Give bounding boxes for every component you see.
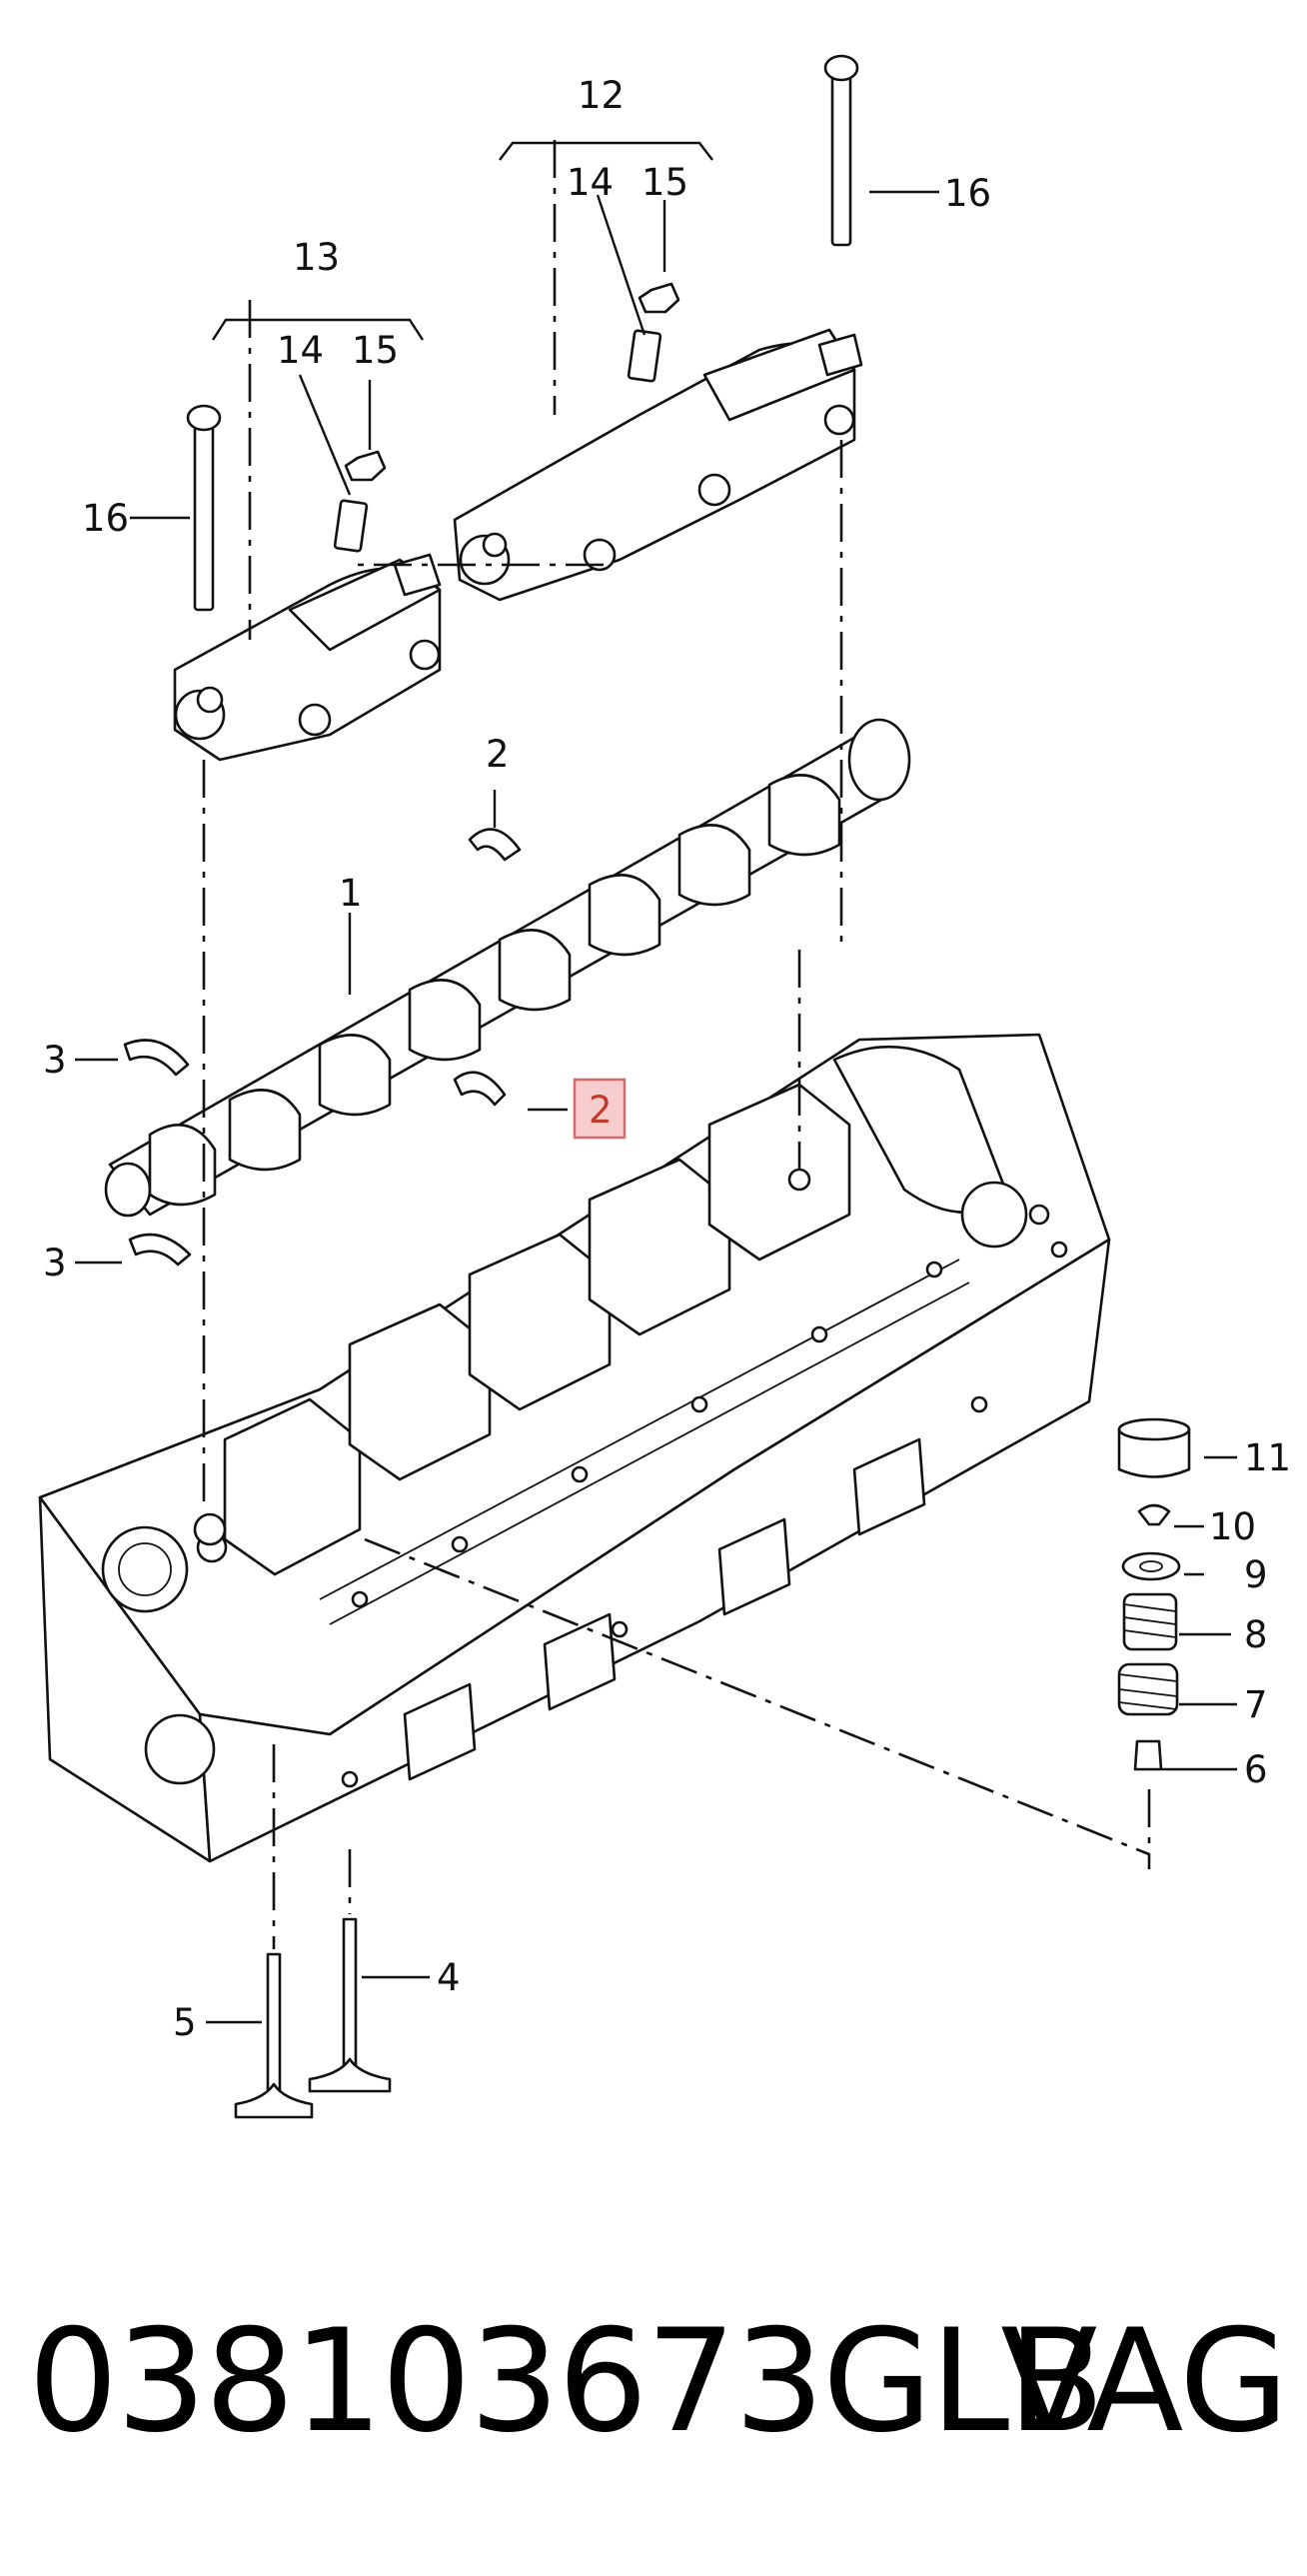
callout-15-left: 15 [352, 329, 399, 372]
leader-lines [75, 141, 1237, 2024]
brand-name: VAG [1000, 2299, 1289, 2464]
highlight-box [573, 1078, 627, 1140]
callout-13: 13 [293, 236, 340, 279]
callout-16-left: 16 [82, 497, 129, 540]
callout-14-left: 14 [277, 329, 324, 372]
callout-1: 1 [339, 872, 363, 915]
callout-8: 8 [1244, 1613, 1268, 1656]
part-caption: 038103673GLB VAG [28, 2297, 1289, 2467]
callout-15-right: 15 [642, 161, 688, 204]
part-number: 038103673GLB [28, 2299, 1105, 2464]
callout-12: 12 [578, 74, 625, 117]
callout-5: 5 [173, 2001, 197, 2044]
callout-4: 4 [437, 1956, 461, 1999]
callout-7: 7 [1244, 1683, 1268, 1726]
callout-16-right: 16 [944, 172, 991, 215]
center-lines [202, 140, 1151, 1949]
rocker-assembly-left [173, 553, 442, 762]
callout-3-upper: 3 [43, 1039, 67, 1082]
valve-train-parts [1117, 1417, 1191, 1771]
studs-and-nuts [186, 54, 859, 612]
callout-6: 6 [1244, 1748, 1268, 1791]
camshaft [104, 718, 911, 1218]
callout-labels: 12 13 14 15 14 15 16 16 2 1 3 3 2 11 10 … [43, 74, 1291, 2044]
callout-2-upper: 2 [486, 733, 510, 776]
callout-10: 10 [1209, 1505, 1256, 1548]
bearing-shells [123, 828, 522, 1267]
cylinder-head [38, 1033, 1111, 1863]
callout-3-lower: 3 [43, 1242, 67, 1285]
valves [234, 1917, 392, 2119]
callout-11: 11 [1244, 1436, 1291, 1479]
callout-9: 9 [1244, 1553, 1268, 1596]
callout-14-right: 14 [567, 161, 614, 204]
callout-2-highlighted: 2 [589, 1089, 613, 1132]
rocker-assembly-right [453, 328, 863, 602]
